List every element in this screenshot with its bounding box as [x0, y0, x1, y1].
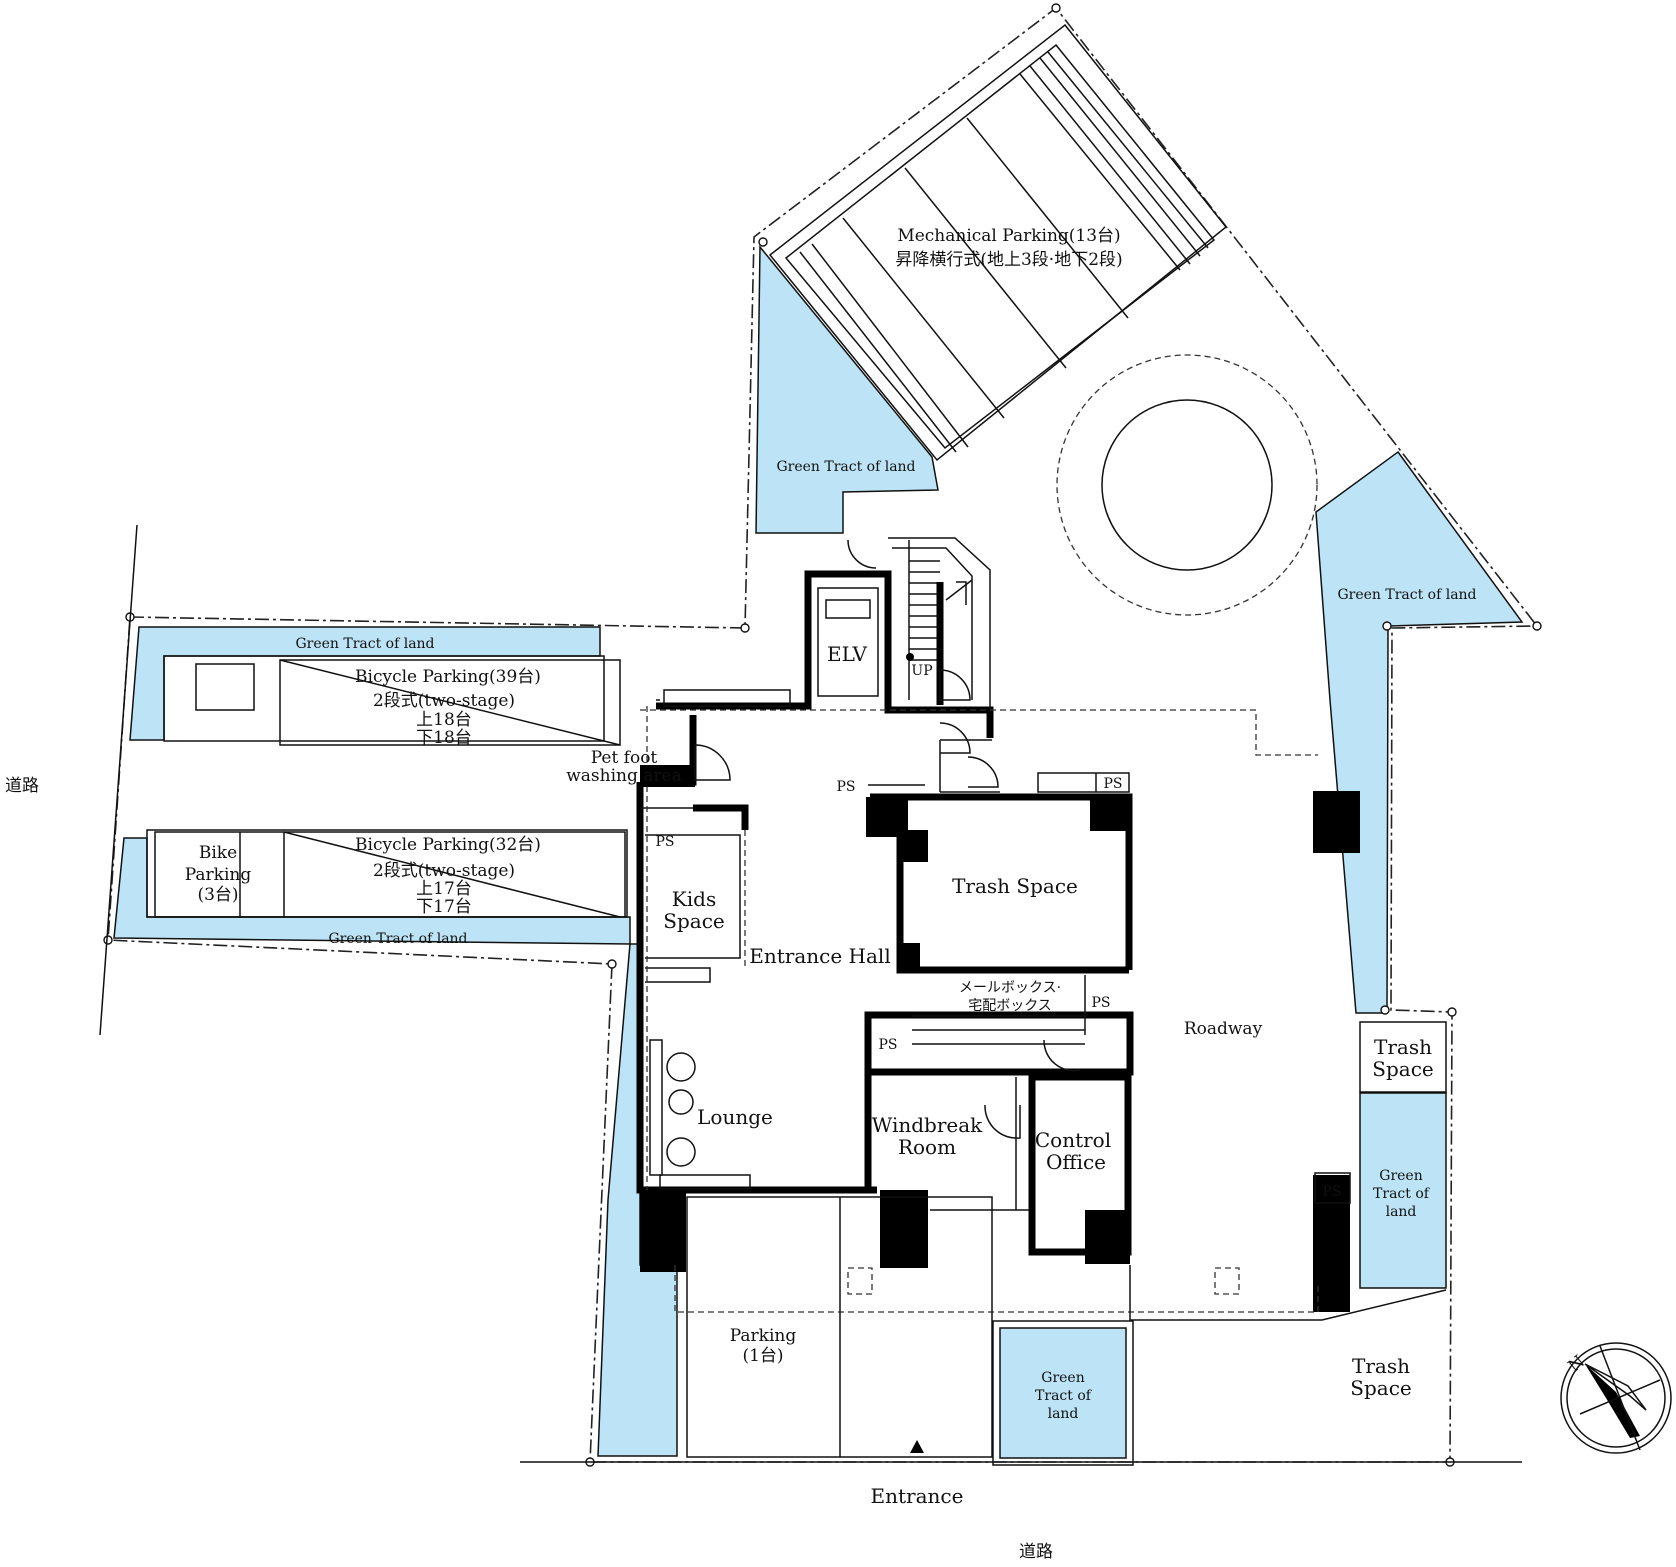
ps-label-2: PS	[1103, 776, 1122, 792]
ps-label-1: PS	[836, 779, 855, 795]
control-office-label-1: Control	[1035, 1128, 1111, 1152]
control-office-label-2: Office	[1046, 1150, 1106, 1174]
entrance-label: Entrance	[871, 1484, 964, 1508]
ps-label-4: PS	[1091, 995, 1110, 1011]
turntable	[1101, 399, 1273, 571]
bicycle-parking-area	[146, 655, 628, 918]
green-tract-bottom-label-2: Tract of	[1035, 1388, 1093, 1404]
green-tract-bottom-label-1: Green	[1041, 1370, 1084, 1386]
compass-icon	[1560, 1342, 1672, 1454]
door-swings	[694, 539, 1081, 1139]
road-edge-left	[99, 524, 138, 1036]
elevator-label: ELV	[827, 642, 868, 666]
bike-parking-label-3: (3台)	[197, 885, 238, 905]
bicycle-39-label-4: 下18台	[416, 728, 472, 748]
trash-bottom-frame	[1129, 1265, 1447, 1321]
bicycle-39-label-2: 2段式(two-stage)	[373, 691, 515, 711]
green-tract-top-left	[755, 244, 939, 534]
green-tract-label-top-left: Green Tract of land	[776, 459, 915, 475]
trash-space-right-label-2: Space	[1372, 1057, 1433, 1081]
green-tracts	[113, 244, 1524, 1466]
ps-box-right	[1314, 1172, 1351, 1204]
stairs-up-label: UP	[911, 663, 932, 679]
green-tract-right	[1315, 450, 1524, 1014]
trash-space-right-box	[1359, 1021, 1447, 1093]
lounge-label: Lounge	[697, 1105, 773, 1129]
green-tract-bottom-frame	[992, 1320, 1134, 1466]
trash-space-main-label: Trash Space	[952, 874, 1078, 898]
canopy-outline-bottom	[674, 1265, 1319, 1313]
compass-north-label: N	[1565, 1352, 1589, 1377]
bicycle-39-label-3: 上18台	[416, 710, 472, 730]
boundary-nodes	[103, 3, 1542, 1467]
pet-wash-label-1: Pet foot	[591, 748, 658, 768]
bicycle-39-label-1: Bicycle Parking(39台)	[355, 667, 541, 687]
parking-space	[686, 1196, 993, 1458]
green-tract-label-bicycle-bottom: Green Tract of land	[328, 931, 467, 947]
parking-label-1: Parking	[730, 1326, 797, 1346]
green-tract-mid-right	[1359, 1092, 1447, 1289]
turntable-outer	[1056, 354, 1318, 616]
windbreak-room-label-1: Windbreak	[872, 1113, 983, 1137]
ps-label-6: PS	[1322, 1184, 1341, 1200]
bike-parking-label-2: Parking	[185, 865, 252, 885]
green-tract-label-right: Green Tract of land	[1337, 587, 1476, 603]
windbreak-room-label-2: Room	[898, 1135, 956, 1159]
road-label-bottom: 道路	[1019, 1542, 1053, 1562]
bicycle-32-label-3: 上17台	[416, 879, 472, 899]
bike-parking-label-1: Bike	[199, 843, 237, 863]
mech-parking-label-2: 昇降横行式(地上3段·地下2段)	[895, 250, 1122, 270]
parking-label-2: (1台)	[742, 1346, 783, 1366]
green-tract-bottom	[999, 1327, 1127, 1459]
canopy-outline	[640, 709, 1318, 756]
labels: Mechanical Parking(13台) 昇降横行式(地上3段·地下2段)…	[5, 226, 1589, 1562]
bicycle-32-label-4: 下17台	[416, 897, 472, 917]
kids-space-label-2: Space	[663, 909, 724, 933]
pillar-marker-left	[847, 1267, 873, 1295]
green-tract-mid-label-2: Tract of	[1373, 1186, 1431, 1202]
green-tract-label-bicycle-top: Green Tract of land	[295, 636, 434, 652]
ps-label-3: PS	[655, 834, 674, 850]
trash-space-bottom-label-1: Trash	[1352, 1354, 1410, 1378]
roadway-label: Roadway	[1184, 1019, 1263, 1039]
ps-label-5: PS	[878, 1037, 897, 1053]
entrance-arrow-icon	[910, 1440, 924, 1453]
entrance-hall-label: Entrance Hall	[749, 944, 890, 968]
road-label-left: 道路	[5, 776, 39, 796]
green-tract-mid-label-3: land	[1386, 1204, 1417, 1220]
mailbox-label-2: 宅配ボックス	[968, 998, 1052, 1014]
bicycle-32-label-1: Bicycle Parking(32台)	[355, 835, 541, 855]
trash-space-right-label-1: Trash	[1374, 1035, 1432, 1059]
mechanical-parking	[768, 23, 1228, 462]
mailbox-label-1: メールボックス·	[959, 980, 1061, 996]
green-tract-mid-label-1: Green	[1379, 1168, 1422, 1184]
pet-wash-label-2: washing area	[566, 766, 682, 786]
mech-parking-label-1: Mechanical Parking(13台)	[897, 226, 1120, 246]
pillar-marker-right	[1214, 1267, 1240, 1295]
trash-space-bottom-label-2: Space	[1350, 1376, 1411, 1400]
kids-space-label-1: Kids	[672, 887, 716, 911]
bicycle-32-label-2: 2段式(two-stage)	[373, 861, 515, 881]
wall-blocks	[640, 765, 1360, 1312]
site-boundary	[107, 6, 1539, 1463]
green-tract-bottom-label-3: land	[1048, 1406, 1079, 1422]
